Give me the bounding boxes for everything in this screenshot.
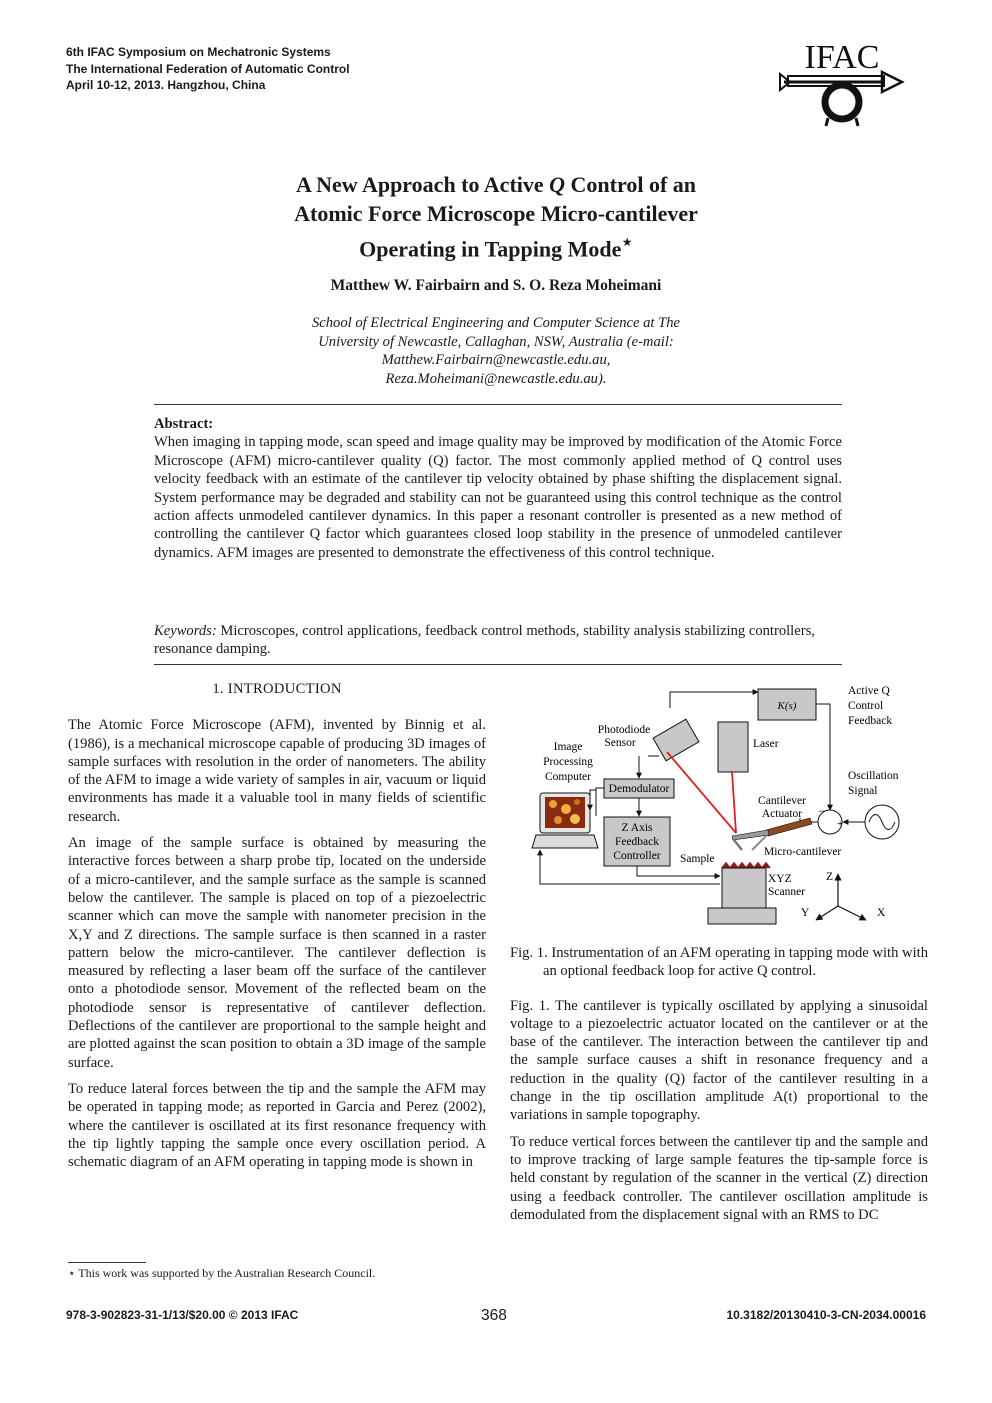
computer-label: Computer: [545, 771, 591, 783]
z-axis-label: Feedback: [615, 836, 659, 848]
oscillation-label: Oscillation: [848, 770, 899, 782]
title-line-1: A New Approach to Active Q Control of an: [295, 172, 697, 197]
cantilever-actuator-label: Actuator: [762, 808, 802, 820]
computer-label: Image: [554, 741, 583, 753]
keywords-text: Microscopes, control applications, feedb…: [154, 623, 815, 658]
keywords: Keywords: Microscopes, control applicati…: [154, 622, 842, 659]
xyz-label: Scanner: [768, 886, 805, 898]
footer-doi: 10.3182/20130410-3-CN-2034.00016: [726, 1308, 927, 1322]
signal-line: [636, 866, 721, 879]
conference-header: 6th IFAC Symposium on Mechatronic System…: [66, 44, 350, 94]
cantilever-actuator: [765, 817, 813, 837]
micro-cantilever-label: Micro-cantilever: [764, 846, 841, 858]
ifac-logo: IFAC: [779, 39, 905, 127]
paragraph: To reduce lateral forces between the tip…: [68, 1080, 486, 1171]
footnote-rule: [68, 1262, 146, 1263]
ks-block: [757, 688, 817, 721]
active-q-label: Feedback: [848, 715, 892, 727]
summing-plus: +: [837, 818, 843, 830]
conference-header-line: The International Federation of Automati…: [66, 61, 350, 76]
affiliation: School of Electrical Engineering and Com…: [150, 314, 842, 388]
signal-line: [816, 703, 833, 811]
xyz-label: XYZ: [768, 873, 792, 885]
abstract-top-rule: [154, 404, 842, 405]
scanner-base: [707, 907, 777, 925]
keywords-label: Keywords:: [154, 623, 217, 639]
signal-line: [669, 689, 759, 708]
paragraph: To reduce vertical forces between the ca…: [510, 1133, 928, 1223]
ks-label: K(s): [777, 700, 797, 712]
paragraph: An image of the sample surface is obtain…: [68, 835, 486, 1071]
footer-isbn: 978-3-902823-31-1/13/$20.00 © 2013 IFAC: [66, 1308, 299, 1322]
laser-label: Laser: [753, 738, 779, 750]
figure-afm-schematic: K(s) Active Q Control Feedback Photodiod…: [531, 685, 900, 925]
left-column: 1. INTRODUCTION The Atomic Force Microsc…: [68, 680, 486, 1179]
ifac-logo-text: IFAC: [805, 39, 880, 76]
signal-line: [537, 849, 720, 885]
photodiode-label: Photodiode: [598, 724, 650, 736]
signal-line: [587, 789, 596, 811]
axis-x-label: X: [877, 907, 886, 919]
computer-label: Processing: [543, 756, 593, 768]
abstract-bottom-rule: [154, 664, 842, 665]
demodulator-label: Demodulator: [609, 783, 670, 795]
photodiode-label: Sensor: [604, 737, 635, 749]
photodiode-sensor: [652, 718, 700, 762]
affiliation-line: University of Newcastle, Callaghan, NSW,…: [318, 333, 674, 350]
active-q-label: Control: [848, 700, 883, 712]
paper-title: A New Approach to Active Q Control of an…: [150, 170, 842, 263]
affiliation-line: Reza.Moheimani@newcastle.edu.au).: [385, 370, 607, 387]
footnote: ⋆ This work was supported by the Austral…: [68, 1266, 376, 1280]
axis-x-arrow: [837, 905, 867, 921]
abstract-text: When imaging in tapping mode, scan speed…: [154, 434, 842, 561]
affiliation-line: Matthew.Fairbairn@newcastle.edu.au,: [381, 352, 611, 369]
authors: Matthew W. Fairbairn and S. O. Reza Mohe…: [330, 277, 662, 294]
conference-header-line: 6th IFAC Symposium on Mechatronic System…: [66, 45, 331, 59]
section-heading-introduction: 1. INTRODUCTION: [212, 681, 342, 697]
title-footnote-star: ⋆: [621, 232, 633, 252]
paragraph: Fig. 1. The cantilever is typically osci…: [510, 997, 928, 1124]
sample-surface: [721, 861, 771, 870]
laser-source: [717, 721, 749, 773]
cantilever-actuator-label: Cantilever: [758, 795, 806, 807]
micro-cantilever: [731, 829, 770, 841]
figure-caption: Fig. 1. Instrumentation of an AFM operat…: [510, 945, 928, 980]
abstract: Abstract: When imaging in tapping mode, …: [154, 415, 842, 562]
conference-header-line: April 10-12, 2013. Hangzhou, China: [66, 78, 266, 92]
page-number: 368: [481, 1307, 507, 1324]
laser-beam: [731, 771, 737, 834]
affiliation-line: School of Electrical Engineering and Com…: [311, 315, 680, 331]
axis-y-label: Y: [801, 907, 810, 919]
axis-z-label: Z: [826, 871, 833, 883]
oscillation-label: Signal: [848, 785, 877, 797]
xyz-scanner: [721, 867, 767, 909]
active-q-label: Active Q: [848, 685, 891, 697]
z-axis-label: Controller: [613, 850, 660, 862]
title-line-3: Operating in Tapping Mode: [359, 236, 622, 262]
right-column: Fig. 1. Instrumentation of an AFM operat…: [510, 944, 928, 1232]
signal-line: [595, 787, 604, 816]
paragraph: The Atomic Force Microscope (AFM), inven…: [68, 717, 486, 825]
abstract-heading: Abstract:: [154, 416, 214, 432]
z-axis-label: Z Axis: [622, 822, 654, 834]
laser-beam: [666, 751, 737, 834]
title-line-2: Atomic Force Microscope Micro-cantilever: [294, 201, 698, 226]
summing-minus: −: [818, 804, 825, 818]
computer-icon: [531, 792, 599, 849]
axis-y-arrow: [815, 905, 839, 921]
sample-label: Sample: [680, 853, 715, 865]
